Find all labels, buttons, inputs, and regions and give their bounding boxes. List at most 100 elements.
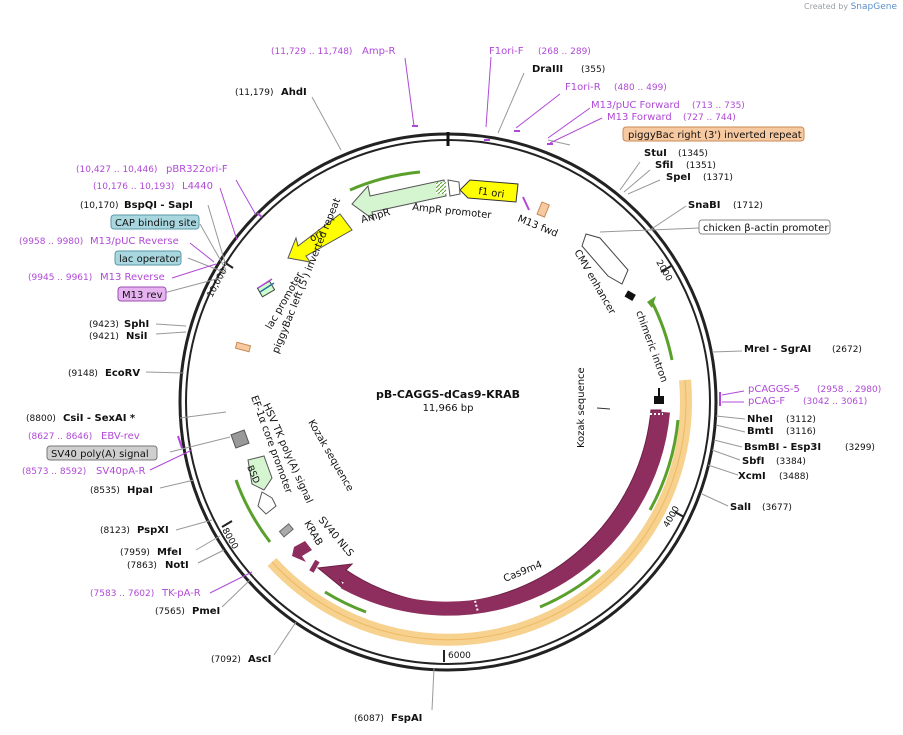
svg-text:(9148): (9148) (68, 369, 98, 379)
enzyme-bsmbi-esp3i: BsmBI - Esp3I(3299) (744, 442, 875, 453)
svg-text:M13 Reverse: M13 Reverse (100, 272, 165, 283)
enzyme-xcmi: XcmI(3488) (738, 471, 809, 482)
orf-arrow-ampr (349, 170, 421, 192)
primer-tk-pa-r: (7583 .. 7602)TK-pA-R (90, 588, 201, 599)
svg-text:(6087): (6087) (354, 714, 384, 724)
chimeric-intron-label: chimeric intron (633, 309, 669, 384)
bsd-arrow (247, 455, 273, 491)
primer-m13-forward: M13 Forward(727 .. 744) (607, 112, 736, 123)
f1-ori-arrow (459, 179, 519, 203)
ori-arrow (287, 213, 353, 263)
svg-text:XcmI: XcmI (738, 471, 766, 482)
svg-text:(3112): (3112) (786, 415, 816, 425)
enzyme-mfei: (7959) MfeI (120, 547, 182, 558)
svg-text:DraIII: DraIII (532, 64, 563, 75)
svg-text:(480 .. 499): (480 .. 499) (614, 83, 667, 93)
svg-text:lac operator: lac operator (119, 254, 180, 265)
enzyme-noti: (7863)NotI (127, 560, 189, 571)
svg-text:SV40 poly(A) signal: SV40 poly(A) signal (51, 449, 149, 460)
svg-text:(3299): (3299) (845, 443, 875, 453)
krab-arrow (292, 541, 312, 562)
primer-f1ori-f: F1ori-F(268 .. 289) (489, 46, 591, 57)
primer-pcaggs-5: pCAGGS-5(2958 .. 2980) (748, 384, 881, 395)
svg-text:(7583 .. 7602): (7583 .. 7602) (90, 589, 154, 599)
sv40-polya-marker (230, 429, 250, 449)
svg-text:F1ori-F: F1ori-F (489, 46, 524, 57)
svg-text:(7959): (7959) (120, 548, 150, 558)
label-chicken-actin-promoter: chicken β-actin promoter (698, 219, 831, 235)
svg-text:(1345): (1345) (678, 149, 708, 159)
enzyme-hpai: (8535)HpaI (90, 485, 153, 496)
orf-arrow-3 (539, 568, 601, 609)
primer-sv40pa-r: (8573 .. 8592) SV40pA-R (22, 466, 145, 477)
svg-text:MfeI: MfeI (157, 547, 182, 558)
kozak-box-right (654, 396, 664, 404)
orf-arrow-2 (648, 419, 680, 511)
svg-text:pCAG-F: pCAG-F (748, 396, 785, 407)
primer-marks (149, 56, 745, 594)
enzyme-pmei: (7565)PmeI (155, 606, 220, 617)
cmv-enhancer-arrow (581, 233, 629, 285)
svg-text:FspAI: FspAI (391, 713, 422, 724)
svg-text:pCAGGS-5: pCAGGS-5 (748, 384, 800, 395)
ampr-hatch (436, 182, 446, 194)
svg-text:(11,729 .. 11,748): (11,729 .. 11,748) (271, 47, 352, 57)
enzyme-snabi: SnaBI(1712) (688, 200, 763, 211)
svg-text:NotI: NotI (165, 560, 189, 571)
svg-text:(8627 .. 8646): (8627 .. 8646) (28, 432, 92, 442)
svg-text:Amp-R: Amp-R (362, 46, 396, 57)
svg-text:HpaI: HpaI (127, 485, 153, 496)
boxed-labels: piggyBac right (3') inverted repeat chic… (46, 126, 831, 461)
m13-fwd-label: M13 fwd (516, 214, 559, 240)
cas9m4-break (473, 596, 479, 613)
orf-arrow-5 (234, 479, 272, 543)
svg-text:SphI: SphI (124, 319, 149, 330)
lac-promoter-bar (257, 278, 273, 289)
svg-text:SfiI: SfiI (655, 160, 673, 171)
svg-text:SV40pA-R: SV40pA-R (96, 466, 145, 477)
orf-arrow-4 (324, 590, 367, 614)
svg-text:(9423): (9423) (89, 320, 119, 330)
svg-text:NsiI: NsiI (126, 331, 147, 342)
svg-text:AhdI: AhdI (281, 87, 307, 98)
primer-m13-reverse: (9945 .. 9961) M13 Reverse (28, 272, 165, 283)
svg-text:BmtI: BmtI (747, 426, 774, 437)
svg-text:(1351): (1351) (686, 161, 716, 171)
enzyme-spei: SpeI(1371) (666, 172, 733, 183)
enzyme-nsii: (9421)NsiI (89, 331, 147, 342)
ampr-promoter-arrow (447, 179, 461, 197)
svg-text:M13/pUC Reverse: M13/pUC Reverse (90, 236, 179, 247)
primer-pbr322ori-f: (10,427 .. 10,446)pBR322ori-F (76, 164, 228, 175)
svg-text:6000: 6000 (448, 651, 471, 661)
svg-text:(9945 .. 9961): (9945 .. 9961) (28, 273, 92, 283)
svg-text:(3042 .. 3061): (3042 .. 3061) (803, 397, 867, 407)
primer-amp-r: (11,729 .. 11,748) Amp-R (271, 46, 396, 57)
svg-text:(8123): (8123) (100, 526, 130, 536)
svg-text:piggyBac right (3') inverted r: piggyBac right (3') inverted repeat (628, 130, 802, 141)
enzyme-ahdi: (11,179)AhdI (235, 87, 307, 98)
enzyme-asci: (7092)AscI (211, 654, 271, 665)
svg-text:(3116): (3116) (786, 427, 816, 437)
piggybac-left-label: piggyBac left (5') inverted repeat (271, 197, 344, 355)
enzyme-stui: StuI(1345) (644, 148, 708, 159)
enzyme-sphi: (9423) SphI (89, 319, 149, 330)
kozak-marker-right (596, 407, 611, 410)
svg-text:(10,170): (10,170) (80, 201, 119, 211)
svg-text:(8573 .. 8592): (8573 .. 8592) (22, 467, 86, 477)
enzyme-leader-lines (145, 72, 746, 711)
svg-text:(713 .. 735): (713 .. 735) (692, 101, 745, 111)
primer-pcag-f: pCAG-F (3042 .. 3061) (748, 396, 867, 407)
enzyme-mrei-sgrai: MreI - SgrAI(2672) (744, 344, 862, 355)
plasmid-length: 11,966 bp (423, 403, 474, 414)
svg-text:(1371): (1371) (703, 173, 733, 183)
snapgene-logo: SnapGene (850, 2, 897, 12)
svg-text:(3384): (3384) (776, 457, 806, 467)
label-cap-binding-site: CAP binding site (110, 214, 200, 230)
svg-text:(1712): (1712) (733, 201, 763, 211)
svg-text:EcoRV: EcoRV (105, 368, 140, 379)
ampr-promoter-label: AmpR promoter (412, 202, 493, 221)
enzyme-sali: SalI(3677) (730, 502, 792, 513)
hsv-tk-polya-box (278, 523, 294, 538)
svg-text:(3677): (3677) (762, 503, 792, 513)
